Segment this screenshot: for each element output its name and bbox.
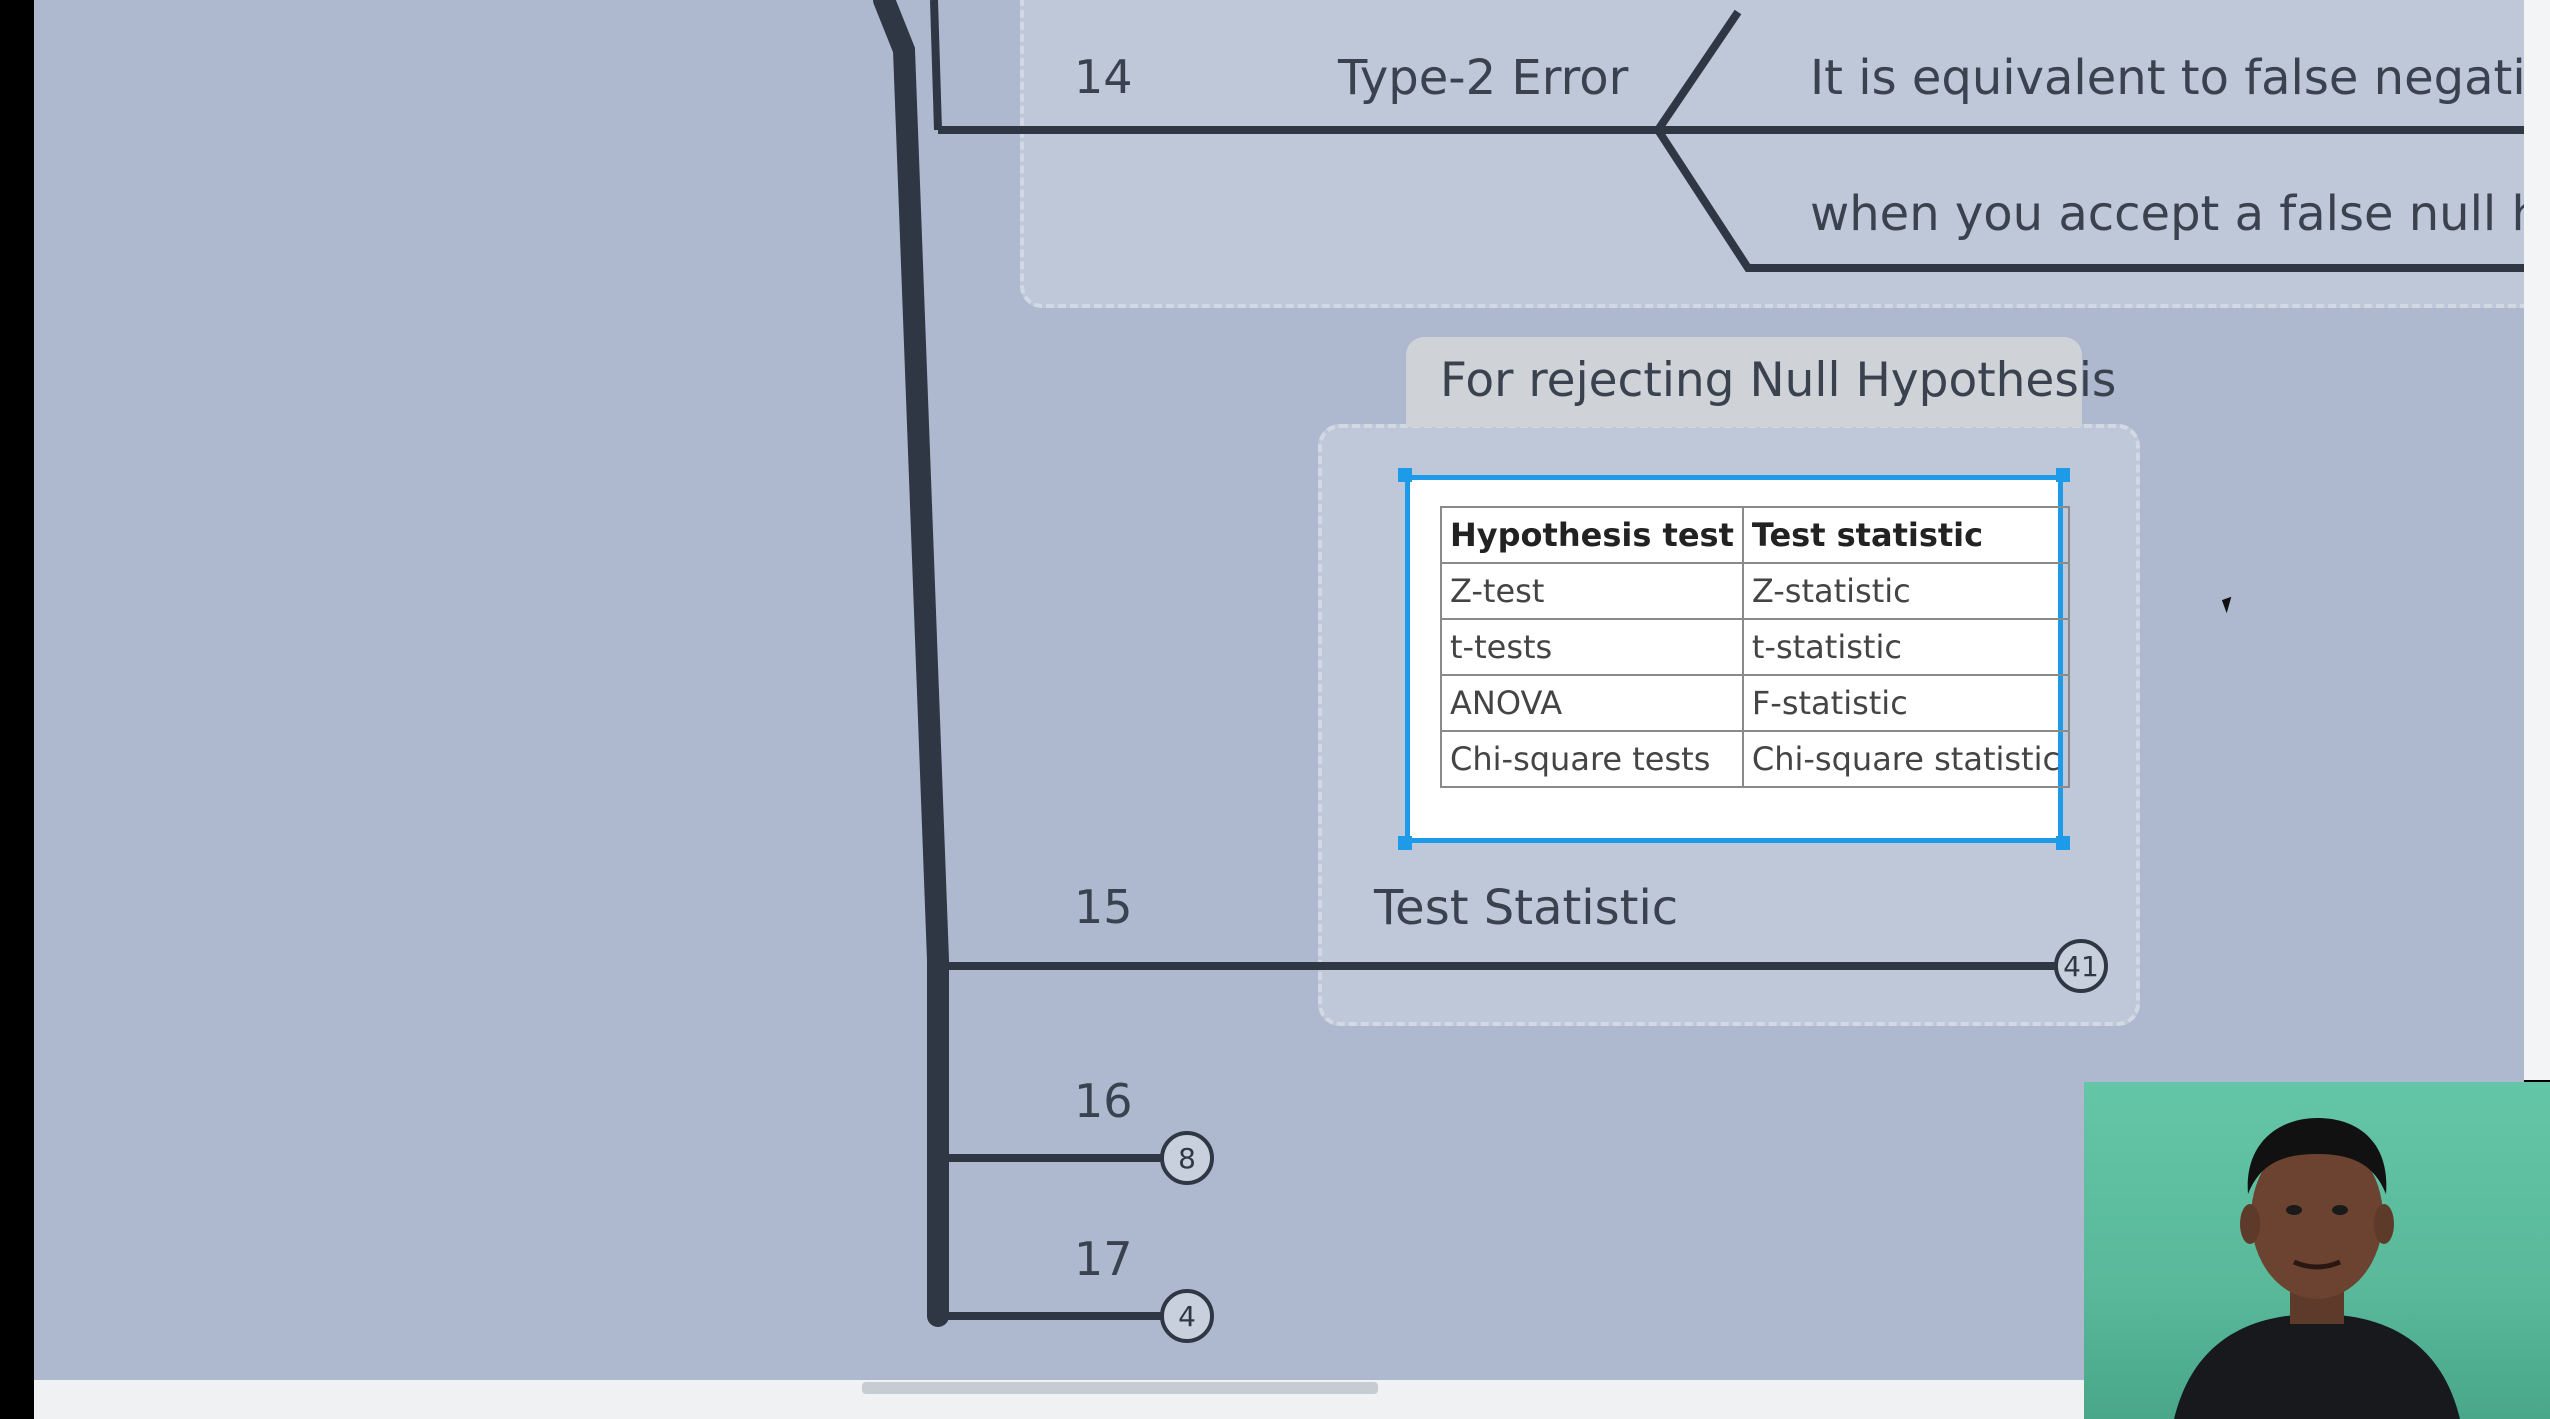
collapsed-count-badge[interactable]: 4 [1160, 1289, 1214, 1343]
resize-handle-bottom-right[interactable] [2056, 836, 2070, 850]
node-15-number: 15 [1074, 880, 1133, 934]
table-cell: Chi-square statistic [1741, 730, 2071, 788]
type2-branch-1[interactable]: It is equivalent to false negatives [1810, 50, 2524, 106]
collapsed-count-badge[interactable]: 8 [1160, 1131, 1214, 1185]
table-header-row: Hypothesis test Test statistic [1440, 506, 2071, 564]
callout-null-hypothesis[interactable]: For rejecting Null Hypothesis [1406, 337, 2116, 427]
resize-handle-top-left[interactable] [1398, 468, 1412, 482]
table-cell: Z-test [1440, 562, 1744, 620]
right-edge-strip [2524, 0, 2550, 1080]
collapsed-count-badge[interactable]: 41 [2054, 939, 2108, 993]
node-14-number: 14 [1074, 50, 1133, 104]
node-16-number: 16 [1074, 1074, 1133, 1128]
table-row: t-tests t-statistic [1440, 618, 2071, 676]
table-cell: ANOVA [1440, 674, 1744, 732]
table-cell: t-statistic [1741, 618, 2071, 676]
resize-handle-bottom-left[interactable] [1398, 836, 1412, 850]
branch-lines [873, 0, 2524, 1327]
table-cell: F-statistic [1741, 674, 2071, 732]
table-row: Z-test Z-statistic [1440, 562, 2071, 620]
table-row: ANOVA F-statistic [1440, 674, 2071, 732]
node-15-label[interactable]: Test Statistic [1374, 880, 1679, 936]
presenter-silhouette [2174, 1117, 2460, 1419]
table-row: Chi-square tests Chi-square statistic [1440, 730, 2071, 788]
type2-branch-2[interactable]: when you accept a false null hypo [1810, 186, 2524, 242]
resize-handle-top-right[interactable] [2056, 468, 2070, 482]
table-header-cell: Hypothesis test [1440, 506, 1744, 564]
type-2-error-group [1020, 0, 2524, 308]
presenter-video [2084, 1082, 2550, 1419]
table-header-cell: Test statistic [1741, 506, 2071, 564]
node-14-label[interactable]: Type-2 Error [1338, 50, 1629, 106]
table-cell: Z-statistic [1741, 562, 2071, 620]
horizontal-scrollbar[interactable] [862, 1382, 1378, 1394]
test-statistic-table: Hypothesis test Test statistic Z-test Z-… [1440, 506, 2071, 788]
callout-text: For rejecting Null Hypothesis [1440, 353, 2117, 408]
table-cell: Chi-square tests [1440, 730, 1744, 788]
node-17-number: 17 [1074, 1232, 1133, 1286]
table-cell: t-tests [1440, 618, 1744, 676]
selected-table-image[interactable]: Hypothesis test Test statistic Z-test Z-… [1405, 475, 2071, 843]
